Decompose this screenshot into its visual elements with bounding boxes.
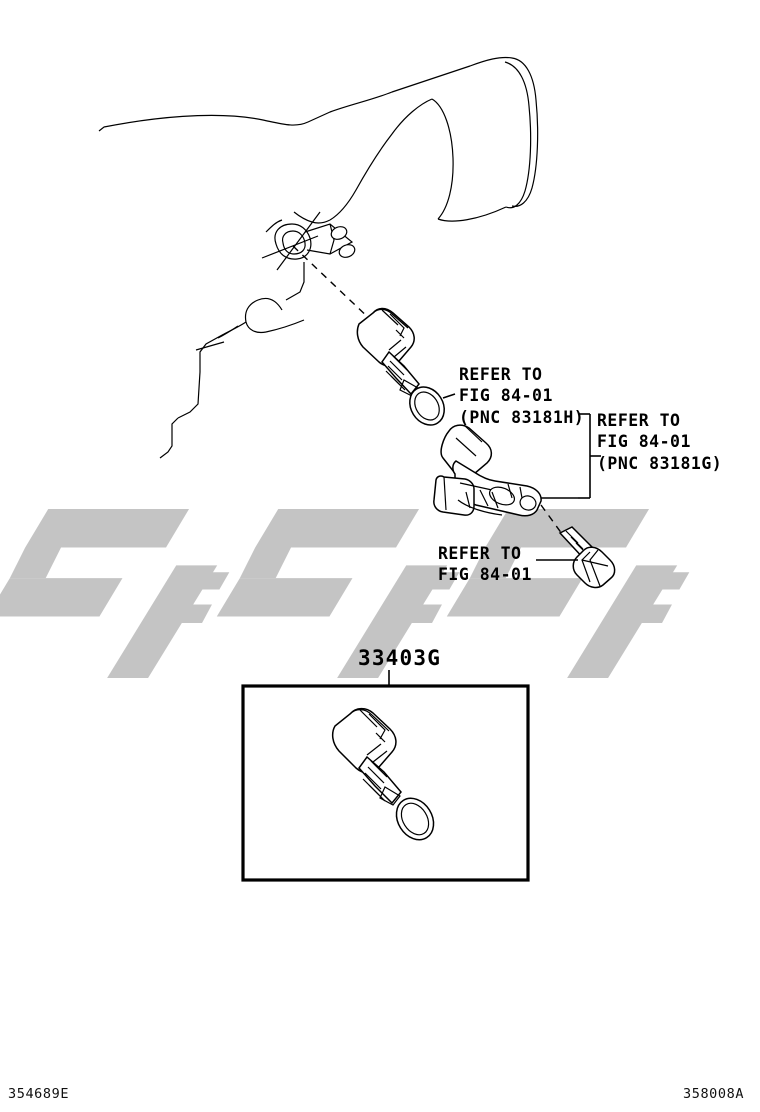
callout-bracket [578, 413, 601, 499]
callout-83181g-line3: (PNC 83181G) [597, 453, 723, 473]
callout-83181h-line2: FIG 84-01 [459, 386, 553, 406]
callout-83181g-line1: REFER TO [597, 411, 681, 430]
transmission-housing-outline [98, 56, 539, 224]
wire-harness-connector [433, 424, 542, 517]
speed-sensor-main [356, 307, 420, 397]
callout-83181g: REFER TO FIG 84-01(PNC 83181G) [597, 410, 722, 474]
callout-bolt-line2: FIG 84-01 [438, 565, 532, 585]
inset-speed-sensor [331, 707, 402, 806]
footer-right-code: 358008A [683, 1086, 745, 1102]
detail-inset-box [241, 684, 530, 882]
part-number-33403g: 33403G [358, 646, 442, 670]
control-cable-outline [159, 262, 305, 459]
sensor-mounting-boss [261, 211, 356, 271]
mounting-bolt [558, 526, 616, 589]
callout-bolt-line1: REFER TO [438, 544, 522, 563]
footer-left-code: 354689E [8, 1086, 70, 1102]
callout-83181g-line2: FIG 84-01 [597, 432, 691, 452]
o-ring-seal [409, 386, 445, 426]
inset-o-ring [395, 797, 435, 841]
callout-bolt: REFER TO FIG 84-01 [438, 543, 532, 586]
leader-oring [442, 393, 456, 399]
callout-83181h: REFER TO FIG 84-01(PNC 83181H) [459, 364, 584, 428]
assembly-dashed-line-sensor [292, 245, 374, 323]
callout-83181h-line1: REFER TO [459, 365, 543, 384]
assembly-dashed-line-bolt [540, 504, 566, 539]
callout-83181h-line3: (PNC 83181H) [459, 407, 585, 427]
